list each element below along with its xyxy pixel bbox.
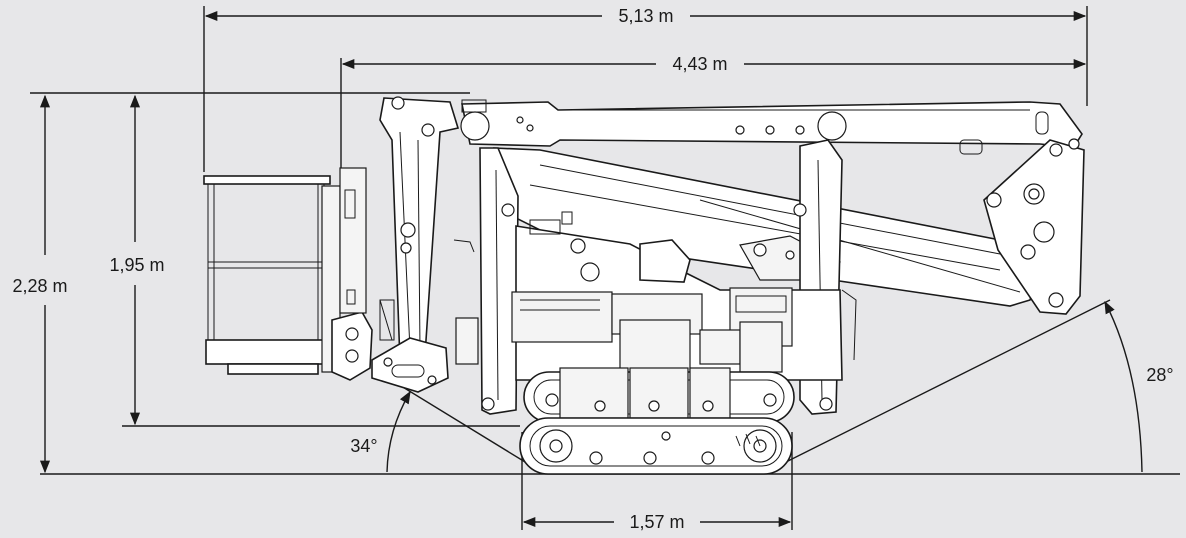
front-tower [479,147,519,415]
jib-arm [371,96,460,393]
main-boom [460,101,1083,155]
crawler-track-lower [519,417,793,475]
track-width-label: 1,57 m [629,512,684,532]
overall-length-label: 5,13 m [618,6,673,26]
total-height-label: 2,28 m [12,276,67,296]
work-platform-basket [203,175,341,375]
spider-lift-machine [203,96,1085,475]
lower-boom [493,147,1041,307]
dimension-overall-length: 5,13 m [203,6,1088,172]
dimension-total-height: 2,28 m [12,94,68,474]
hydraulic-details [379,99,487,365]
dimension-track-width: 1,57 m [521,432,793,532]
boom-length-label: 4,43 m [672,54,727,74]
basket-rotator [331,167,373,381]
dimension-boom-length: 4,43 m [340,54,1087,190]
body-height-label: 1,95 m [109,255,164,275]
boom-head-plate [983,138,1085,315]
rear-angle-label: 28° [1146,365,1173,385]
chassis-body [511,211,843,381]
front-angle-label: 34° [350,436,377,456]
dimension-body-height: 1,95 m [109,94,520,427]
crawler-track-upper [523,367,795,423]
angle-rear: 28° [779,299,1174,473]
